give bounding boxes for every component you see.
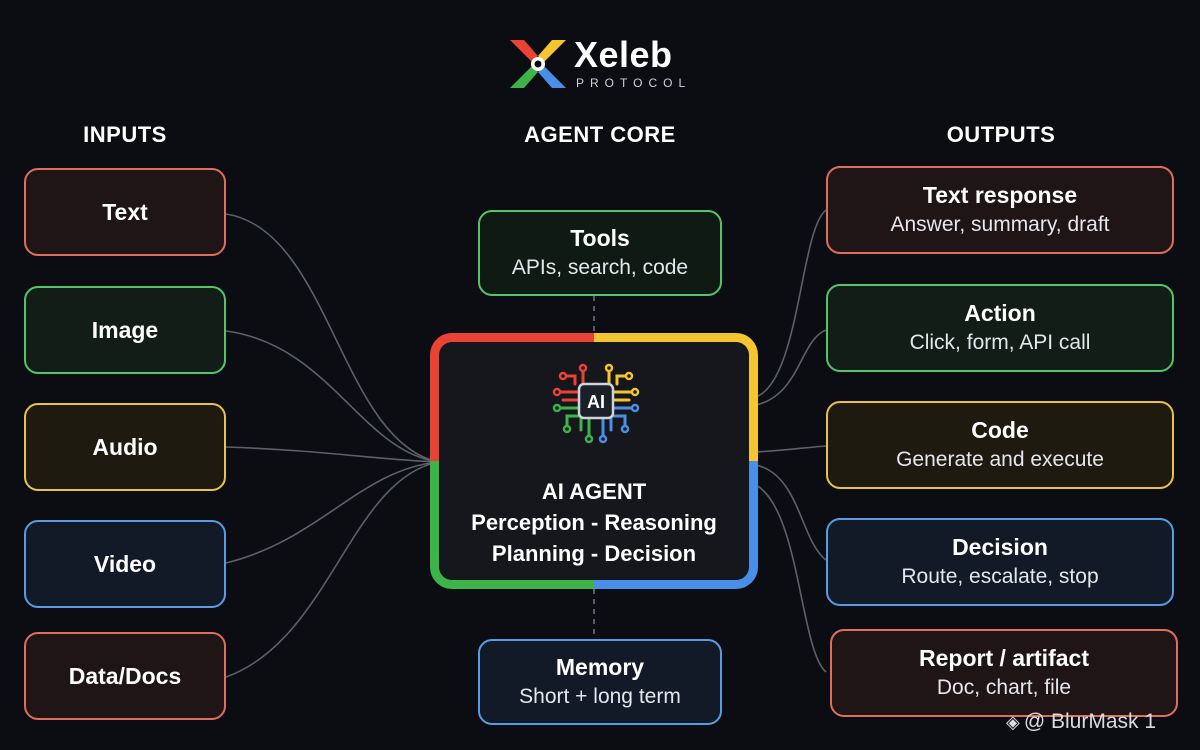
chip-label: AI <box>587 392 605 412</box>
tools-title: Tools <box>570 225 630 251</box>
xeleb-x-icon <box>510 40 566 88</box>
xeleb-logo: Xeleb PROTOCOL <box>508 34 708 96</box>
input-label: Audio <box>92 433 158 460</box>
input-image-box: Image <box>24 286 226 374</box>
inputs-heading: INPUTS <box>83 122 167 147</box>
output-subtitle: Route, escalate, stop <box>901 565 1099 588</box>
output-title: Code <box>971 417 1029 443</box>
connector-report-out <box>755 484 827 673</box>
output-text-response-box: Text response Answer, summary, draft <box>826 166 1174 254</box>
connector-datadocs-in <box>225 461 439 678</box>
output-subtitle: Generate and execute <box>896 448 1104 471</box>
memory-title: Memory <box>555 654 645 680</box>
agent-line-planning: Planning - Decision <box>491 541 697 566</box>
outputs-heading: OUTPUTS <box>946 122 1056 147</box>
tools-box: Tools APIs, search, code <box>478 210 722 296</box>
output-action-box: Action Click, form, API call <box>826 284 1174 372</box>
connector-text-in <box>225 213 439 463</box>
brand-name: Xeleb <box>574 34 673 75</box>
output-title: Decision <box>952 534 1048 560</box>
watermark-text: @ BlurMask 1 <box>1023 710 1157 733</box>
input-video-box: Video <box>24 520 226 608</box>
input-label: Video <box>93 550 157 577</box>
connector-image-in <box>225 330 439 463</box>
tools-subtitle: APIs, search, code <box>511 256 689 279</box>
input-datadocs-box: Data/Docs <box>24 632 226 720</box>
ai-agent-box: AI AI AGENT Perception - Reasoning Plann… <box>430 333 758 589</box>
output-report-box: Report / artifact Doc, chart, file <box>830 629 1178 717</box>
output-code-box: Code Generate and execute <box>826 401 1174 489</box>
ai-chip-icon: AI <box>552 363 640 444</box>
connector-code-out <box>755 445 827 453</box>
connector-action-out <box>755 329 827 406</box>
output-decision-box: Decision Route, escalate, stop <box>826 518 1174 606</box>
input-label: Text <box>102 198 148 225</box>
output-title: Action <box>964 300 1036 326</box>
agent-line-perception: Perception - Reasoning <box>471 510 717 535</box>
brand-subtitle: PROTOCOL <box>576 76 692 90</box>
output-subtitle: Doc, chart, file <box>936 676 1072 699</box>
output-title: Report / artifact <box>919 645 1089 671</box>
agent-title: AI AGENT <box>541 479 647 504</box>
connector-audio-in <box>225 446 439 463</box>
output-subtitle: Click, form, API call <box>909 331 1091 354</box>
output-title: Text response <box>922 182 1078 208</box>
agent-core-heading: AGENT CORE <box>524 122 676 147</box>
input-text-box: Text <box>24 168 226 256</box>
connector-text-response-out <box>755 209 827 398</box>
output-subtitle: Answer, summary, draft <box>890 213 1110 236</box>
watermark: ◈@ BlurMask 1 <box>1006 710 1156 734</box>
diamond-icon: ◈ <box>1006 712 1020 732</box>
connector-video-in <box>225 461 439 564</box>
connector-decision-out <box>755 464 827 561</box>
memory-subtitle: Short + long term <box>519 685 681 708</box>
input-label: Data/Docs <box>68 662 182 689</box>
memory-box: Memory Short + long term <box>478 639 722 725</box>
input-audio-box: Audio <box>24 403 226 491</box>
input-label: Image <box>91 316 159 343</box>
